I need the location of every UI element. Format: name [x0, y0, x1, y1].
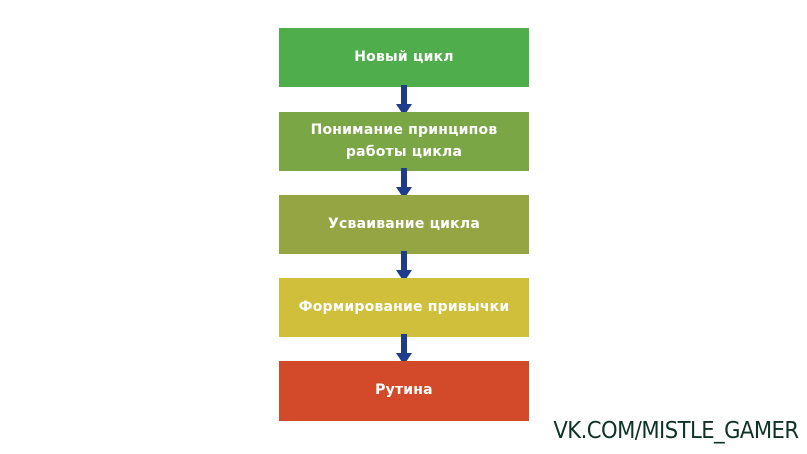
step-label: Новый цикл: [354, 48, 454, 65]
down-arrow-icon: [396, 168, 412, 200]
step-label: Рутина: [375, 382, 433, 399]
step-label: Понимание принципов работы цикла: [310, 121, 498, 160]
watermark-text: VK.COM/MISTLE_GAMER: [553, 418, 800, 444]
step-new-cycle: Новый цикл: [279, 28, 529, 87]
down-arrow-icon: [396, 85, 412, 117]
step-assimilation: Усваивание цикла: [279, 195, 529, 254]
step-habit-formation: Формирование привычки: [279, 278, 529, 337]
down-arrow-icon: [396, 334, 412, 366]
step-label: Усваивание цикла: [328, 215, 480, 232]
step-routine: Рутина: [279, 361, 529, 421]
step-label: Формирование привычки: [298, 298, 510, 315]
down-arrow-icon: [396, 251, 412, 283]
step-understanding: Понимание принципов работы цикла: [279, 112, 529, 171]
